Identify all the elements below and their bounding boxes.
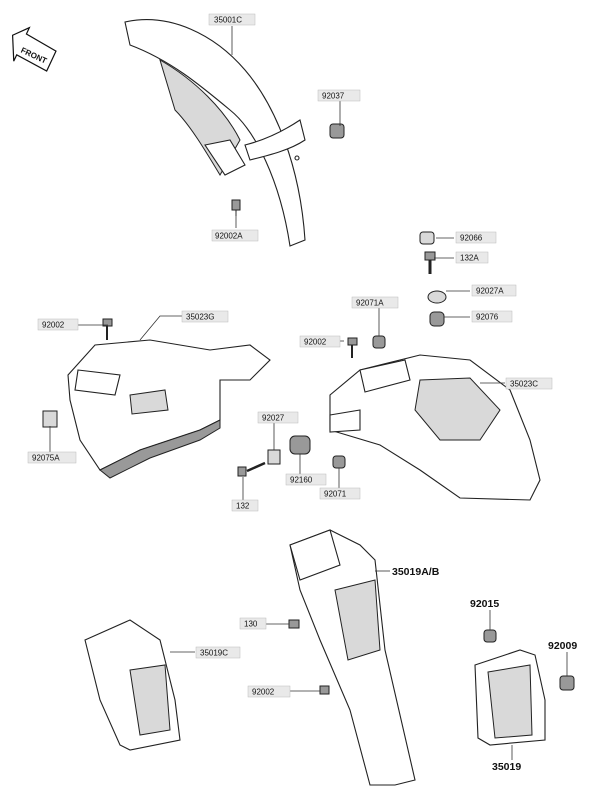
nut-92015 — [483, 629, 497, 643]
part-label-92071: 92071 — [319, 487, 361, 500]
part-number: 92015 — [470, 598, 499, 610]
license-plate-bracket — [474, 649, 546, 746]
bolt-132 — [237, 461, 266, 477]
part-number: 35023C — [510, 380, 538, 389]
part-number: 92071A — [356, 299, 384, 308]
part-label-92002-mid: 92002 — [299, 335, 341, 348]
part-number: 92027A — [476, 287, 504, 296]
part-number: 130 — [244, 620, 258, 629]
bolt-92002-mid — [347, 337, 358, 358]
grommet-92066 — [419, 231, 435, 245]
part-number: 92160 — [290, 476, 313, 485]
nut-92071 — [332, 455, 346, 469]
part-number: 92075A — [32, 454, 60, 463]
part-label-132: 132 — [231, 499, 259, 512]
part-label-35023G: 35023G — [181, 310, 229, 323]
part-label-35001C: 35001C — [208, 13, 256, 26]
part-number: 35019 — [492, 761, 521, 773]
part-label-92071A: 92071A — [351, 296, 399, 309]
part-label-92002-low: 92002 — [247, 685, 291, 698]
part-number: 35001C — [214, 16, 242, 25]
front-fender — [124, 19, 306, 247]
part-label-35019AB: 35019A/B — [392, 566, 440, 578]
pad-92075A — [42, 410, 58, 428]
part-label-92027A: 92027A — [471, 284, 517, 297]
part-label-132A: 132A — [455, 251, 489, 264]
inner-fender — [67, 339, 271, 479]
part-number: 35019A/B — [392, 566, 440, 578]
nut-92071A — [372, 335, 386, 349]
part-label-92002-left: 92002 — [37, 318, 79, 331]
part-label-92027: 92027 — [257, 411, 299, 424]
part-label-92002A: 92002A — [211, 229, 259, 242]
part-label-92066: 92066 — [455, 231, 497, 244]
part-label-92076: 92076 — [471, 310, 513, 323]
part-label-92037: 92037 — [317, 89, 361, 102]
rear-fender — [329, 354, 541, 501]
part-number: 92027 — [262, 414, 285, 423]
part-number: 132 — [236, 502, 250, 511]
part-label-92009: 92009 — [548, 640, 577, 652]
part-number: 92076 — [476, 313, 499, 322]
bolt-130 — [288, 619, 300, 629]
bush-92076 — [429, 311, 445, 327]
bolt-92009 — [559, 675, 575, 691]
part-number: 92071 — [324, 490, 347, 499]
clip-92037 — [329, 123, 345, 139]
part-number: 92002 — [304, 338, 327, 347]
part-label-35023C: 35023C — [505, 377, 553, 390]
part-number: 92002 — [252, 688, 275, 697]
part-number: 92009 — [548, 640, 577, 652]
part-number: 92002 — [42, 321, 65, 330]
front-arrow-icon: FRONT — [11, 26, 57, 72]
part-number: 35019C — [200, 649, 228, 658]
part-label-92160: 92160 — [285, 473, 327, 486]
part-label-92075A: 92075A — [27, 451, 77, 464]
part-number: 92037 — [322, 92, 345, 101]
collar-92027 — [267, 449, 281, 465]
part-label-35019C: 35019C — [195, 646, 241, 659]
rear-flap-long — [289, 529, 416, 786]
bolt-92002-left — [102, 318, 113, 340]
part-number: 92002A — [215, 232, 243, 241]
collar-92027A — [427, 290, 447, 304]
leader-lines — [49, 26, 568, 760]
bolt-132A — [424, 251, 436, 274]
part-number: 92066 — [460, 234, 483, 243]
part-label-130: 130 — [239, 617, 267, 630]
bush-92160 — [289, 435, 311, 455]
part-number: 132A — [460, 254, 479, 263]
part-number: 35023G — [186, 313, 214, 322]
part-label-35019: 35019 — [492, 761, 521, 773]
rear-flap-short — [84, 619, 181, 751]
part-label-92015: 92015 — [470, 598, 499, 610]
bolt-92002-low — [319, 685, 330, 695]
